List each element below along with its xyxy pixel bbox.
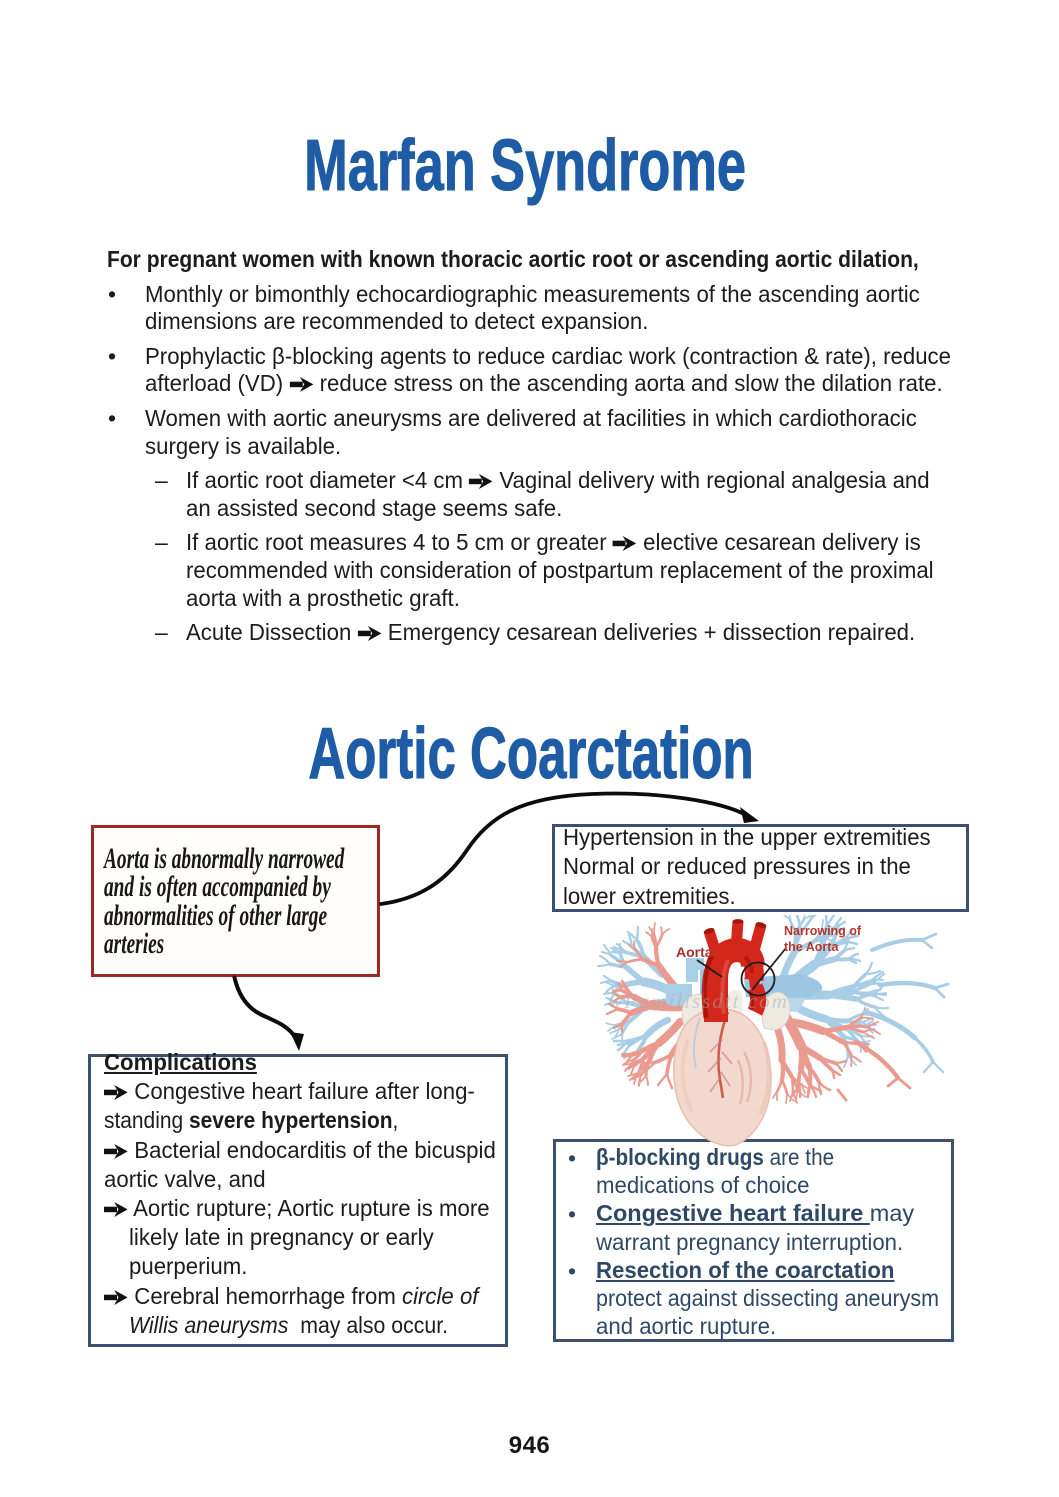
svg-text:wFamilissdtt com: wFamilissdtt com [608, 989, 789, 1013]
svg-text:the Aorta: the Aorta [784, 940, 839, 954]
svg-text:Narrowing of: Narrowing of [784, 924, 862, 938]
svg-text:Aorta: Aorta [676, 944, 713, 960]
